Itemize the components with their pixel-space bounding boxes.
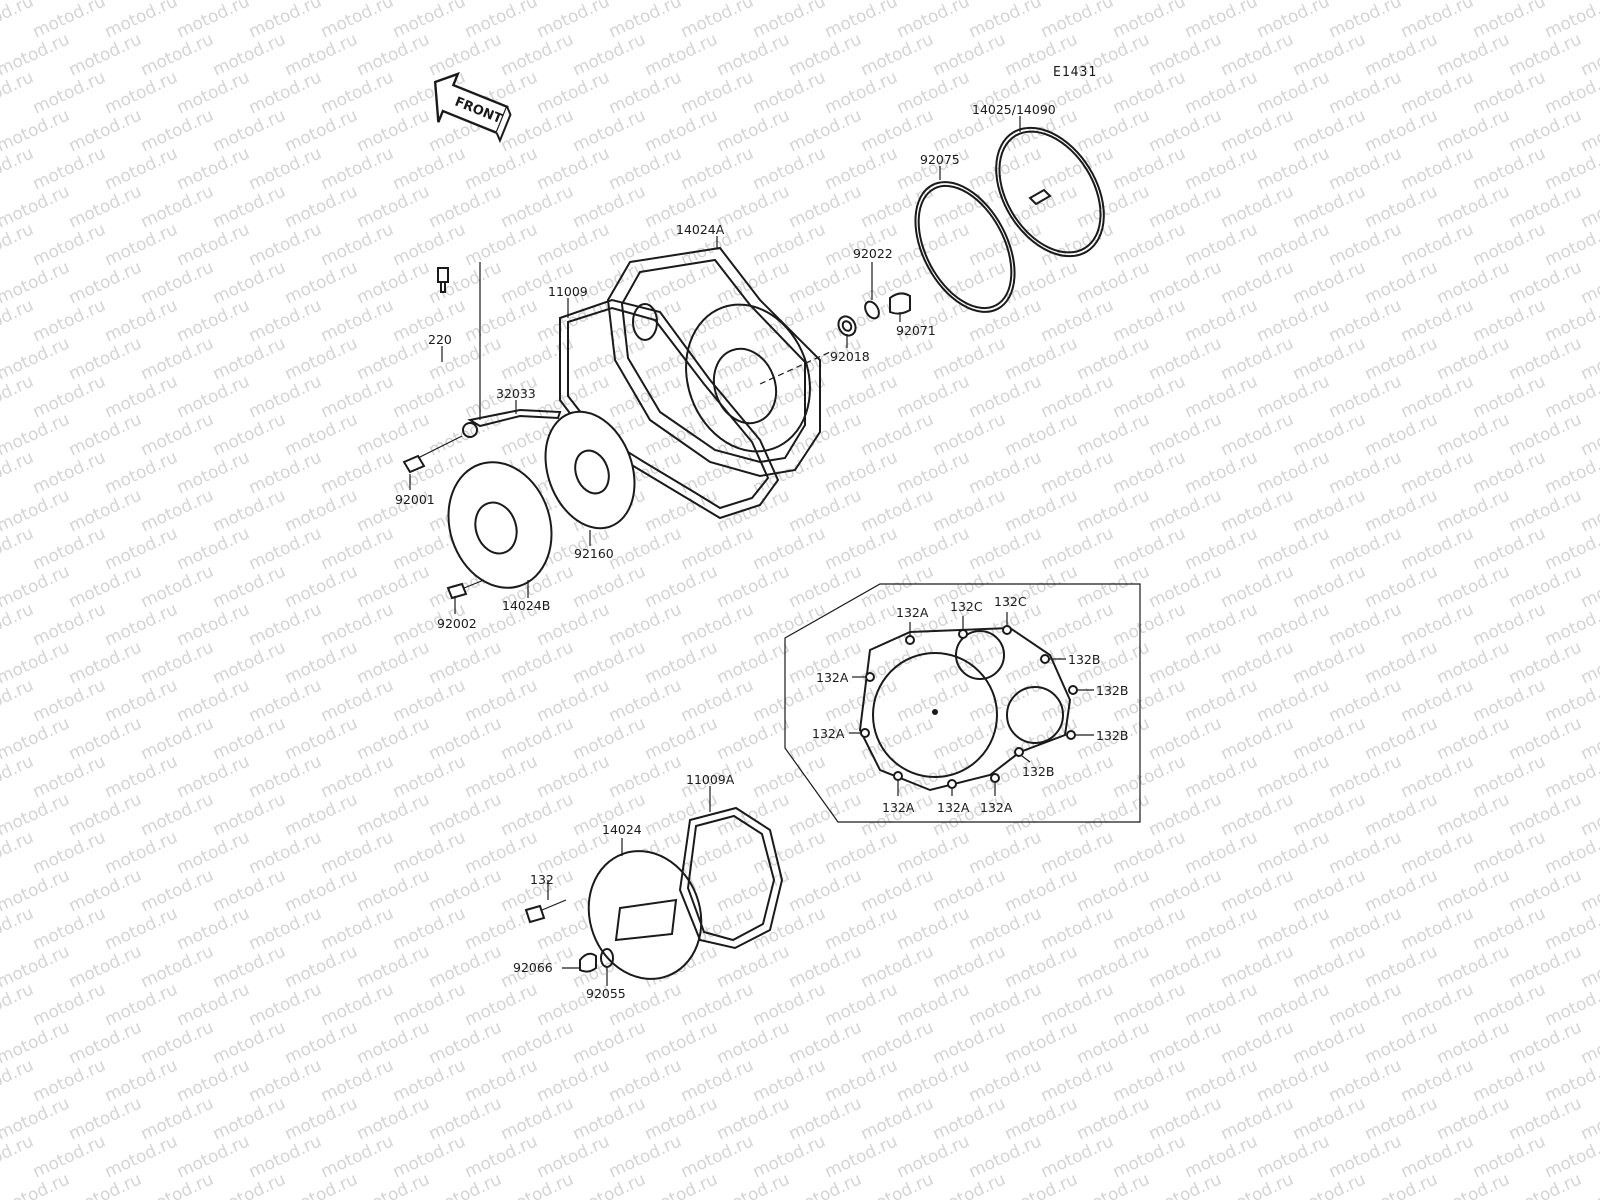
inset-bolt-callouts: 132A 132C 132C 132B 132A 132B 132A 132B … (812, 594, 1128, 815)
inset-bolt-callout: 132B (1014, 747, 1054, 779)
seal-92018-icon (837, 315, 857, 337)
callout-92018: 92018 (830, 349, 870, 364)
bolt-220-icon (437, 267, 449, 293)
gasket-11009A-icon (678, 806, 784, 950)
callout-92075: 92075 (920, 152, 960, 167)
gasket-11009A-inner-icon (686, 814, 776, 942)
callout-14024B: 14024B (502, 598, 550, 613)
callout-132: 132 (530, 872, 554, 887)
pickup-cover-14024B-hole-icon (474, 501, 518, 555)
oring-92075-icon (914, 181, 1016, 313)
washer-92022-icon (864, 300, 880, 320)
inset-bolt-callout: 132A (896, 605, 929, 645)
oring-92055-icon (600, 948, 614, 968)
bracket-eye-icon (462, 422, 478, 438)
inset-bolt-label: 132A (896, 605, 929, 620)
front-arrow-icon: FRONT (433, 71, 512, 144)
seal-92018-hole-icon (841, 320, 853, 332)
clutch-cover-14024-icon (587, 850, 703, 980)
callout-11009: 11009 (548, 284, 588, 299)
inset-bolt-label: 132A (937, 800, 970, 815)
callout-32033: 32033 (496, 386, 536, 401)
diagram-code: E1431 (1053, 65, 1097, 80)
callout-92066: 92066 (513, 960, 553, 975)
callout-220: 220 (428, 332, 452, 347)
inset-bolt-callout: 132B (1068, 683, 1128, 698)
oring-nipple-icon (1028, 188, 1052, 206)
inset-bolt-label: 132B (1068, 652, 1100, 667)
inset-bolt-callout: 132A (816, 670, 875, 685)
bracket-32033-icon (467, 408, 562, 428)
inset-bolt-callout: 132A (882, 771, 915, 815)
inset-bolt-callout: 132A (937, 779, 970, 815)
pickup-cover-14024B-icon (447, 461, 553, 589)
callout-14025-14090: 14025/14090 (972, 102, 1056, 117)
callout-92071: 92071 (896, 323, 936, 338)
inset-bolt-label: 132B (1096, 683, 1128, 698)
large-cover-oring-inner-icon (998, 130, 1102, 254)
plug-92071-icon (889, 292, 911, 315)
inset-bolt-callout: 132B (1040, 652, 1100, 667)
damper-92160-hole-icon (574, 449, 610, 495)
plug-92066-icon (579, 952, 597, 973)
callout-14024: 14024 (602, 822, 642, 837)
inset-bolt-callout: 132A (980, 773, 1013, 815)
inset-bolt-callout: 132C (950, 599, 983, 639)
watermark-text: motod.ru (1578, 0, 1600, 5)
large-cover-oring-icon (995, 126, 1105, 258)
inset-bolt-label: 132C (994, 594, 1027, 609)
inset-bolt-label: 132A (812, 726, 845, 741)
callout-92055: 92055 (586, 986, 626, 1001)
inset-bolt-callout: 132C (994, 594, 1027, 635)
inset-bolt-callout: 132A (812, 726, 870, 741)
inset-bolt-label: 132B (1096, 728, 1128, 743)
inset-bolt-label: 132A (882, 800, 915, 815)
inset-bolt-label: 132C (950, 599, 983, 614)
callout-14024A: 14024A (676, 222, 725, 237)
callout-92002: 92002 (437, 616, 477, 631)
bolt-92002-icon (446, 582, 468, 600)
callout-92001: 92001 (395, 492, 435, 507)
oring-92075-inner-icon (917, 184, 1013, 310)
callout-92160: 92160 (574, 546, 614, 561)
bolt-132-icon (524, 904, 546, 924)
inset-bolt-label: 132A (816, 670, 849, 685)
callout-labels: 14025/14090 92075 14024A 92022 11009 920… (395, 102, 1056, 1001)
damper-92160-icon (544, 410, 636, 530)
callout-92022: 92022 (853, 246, 893, 261)
bolt-detail-inset-frame (784, 583, 1141, 823)
inset-bolt-label: 132A (980, 800, 1013, 815)
emblem-plate-icon (614, 898, 678, 942)
clutch-cover-14024A-icon (606, 246, 831, 478)
bolt-92001-icon (402, 454, 426, 474)
inset-bolt-label: 132B (1022, 764, 1054, 779)
leader-lines (409, 116, 1021, 986)
callout-11009A: 11009A (686, 772, 735, 787)
inset-bolt-callout: 132B (1066, 728, 1128, 743)
